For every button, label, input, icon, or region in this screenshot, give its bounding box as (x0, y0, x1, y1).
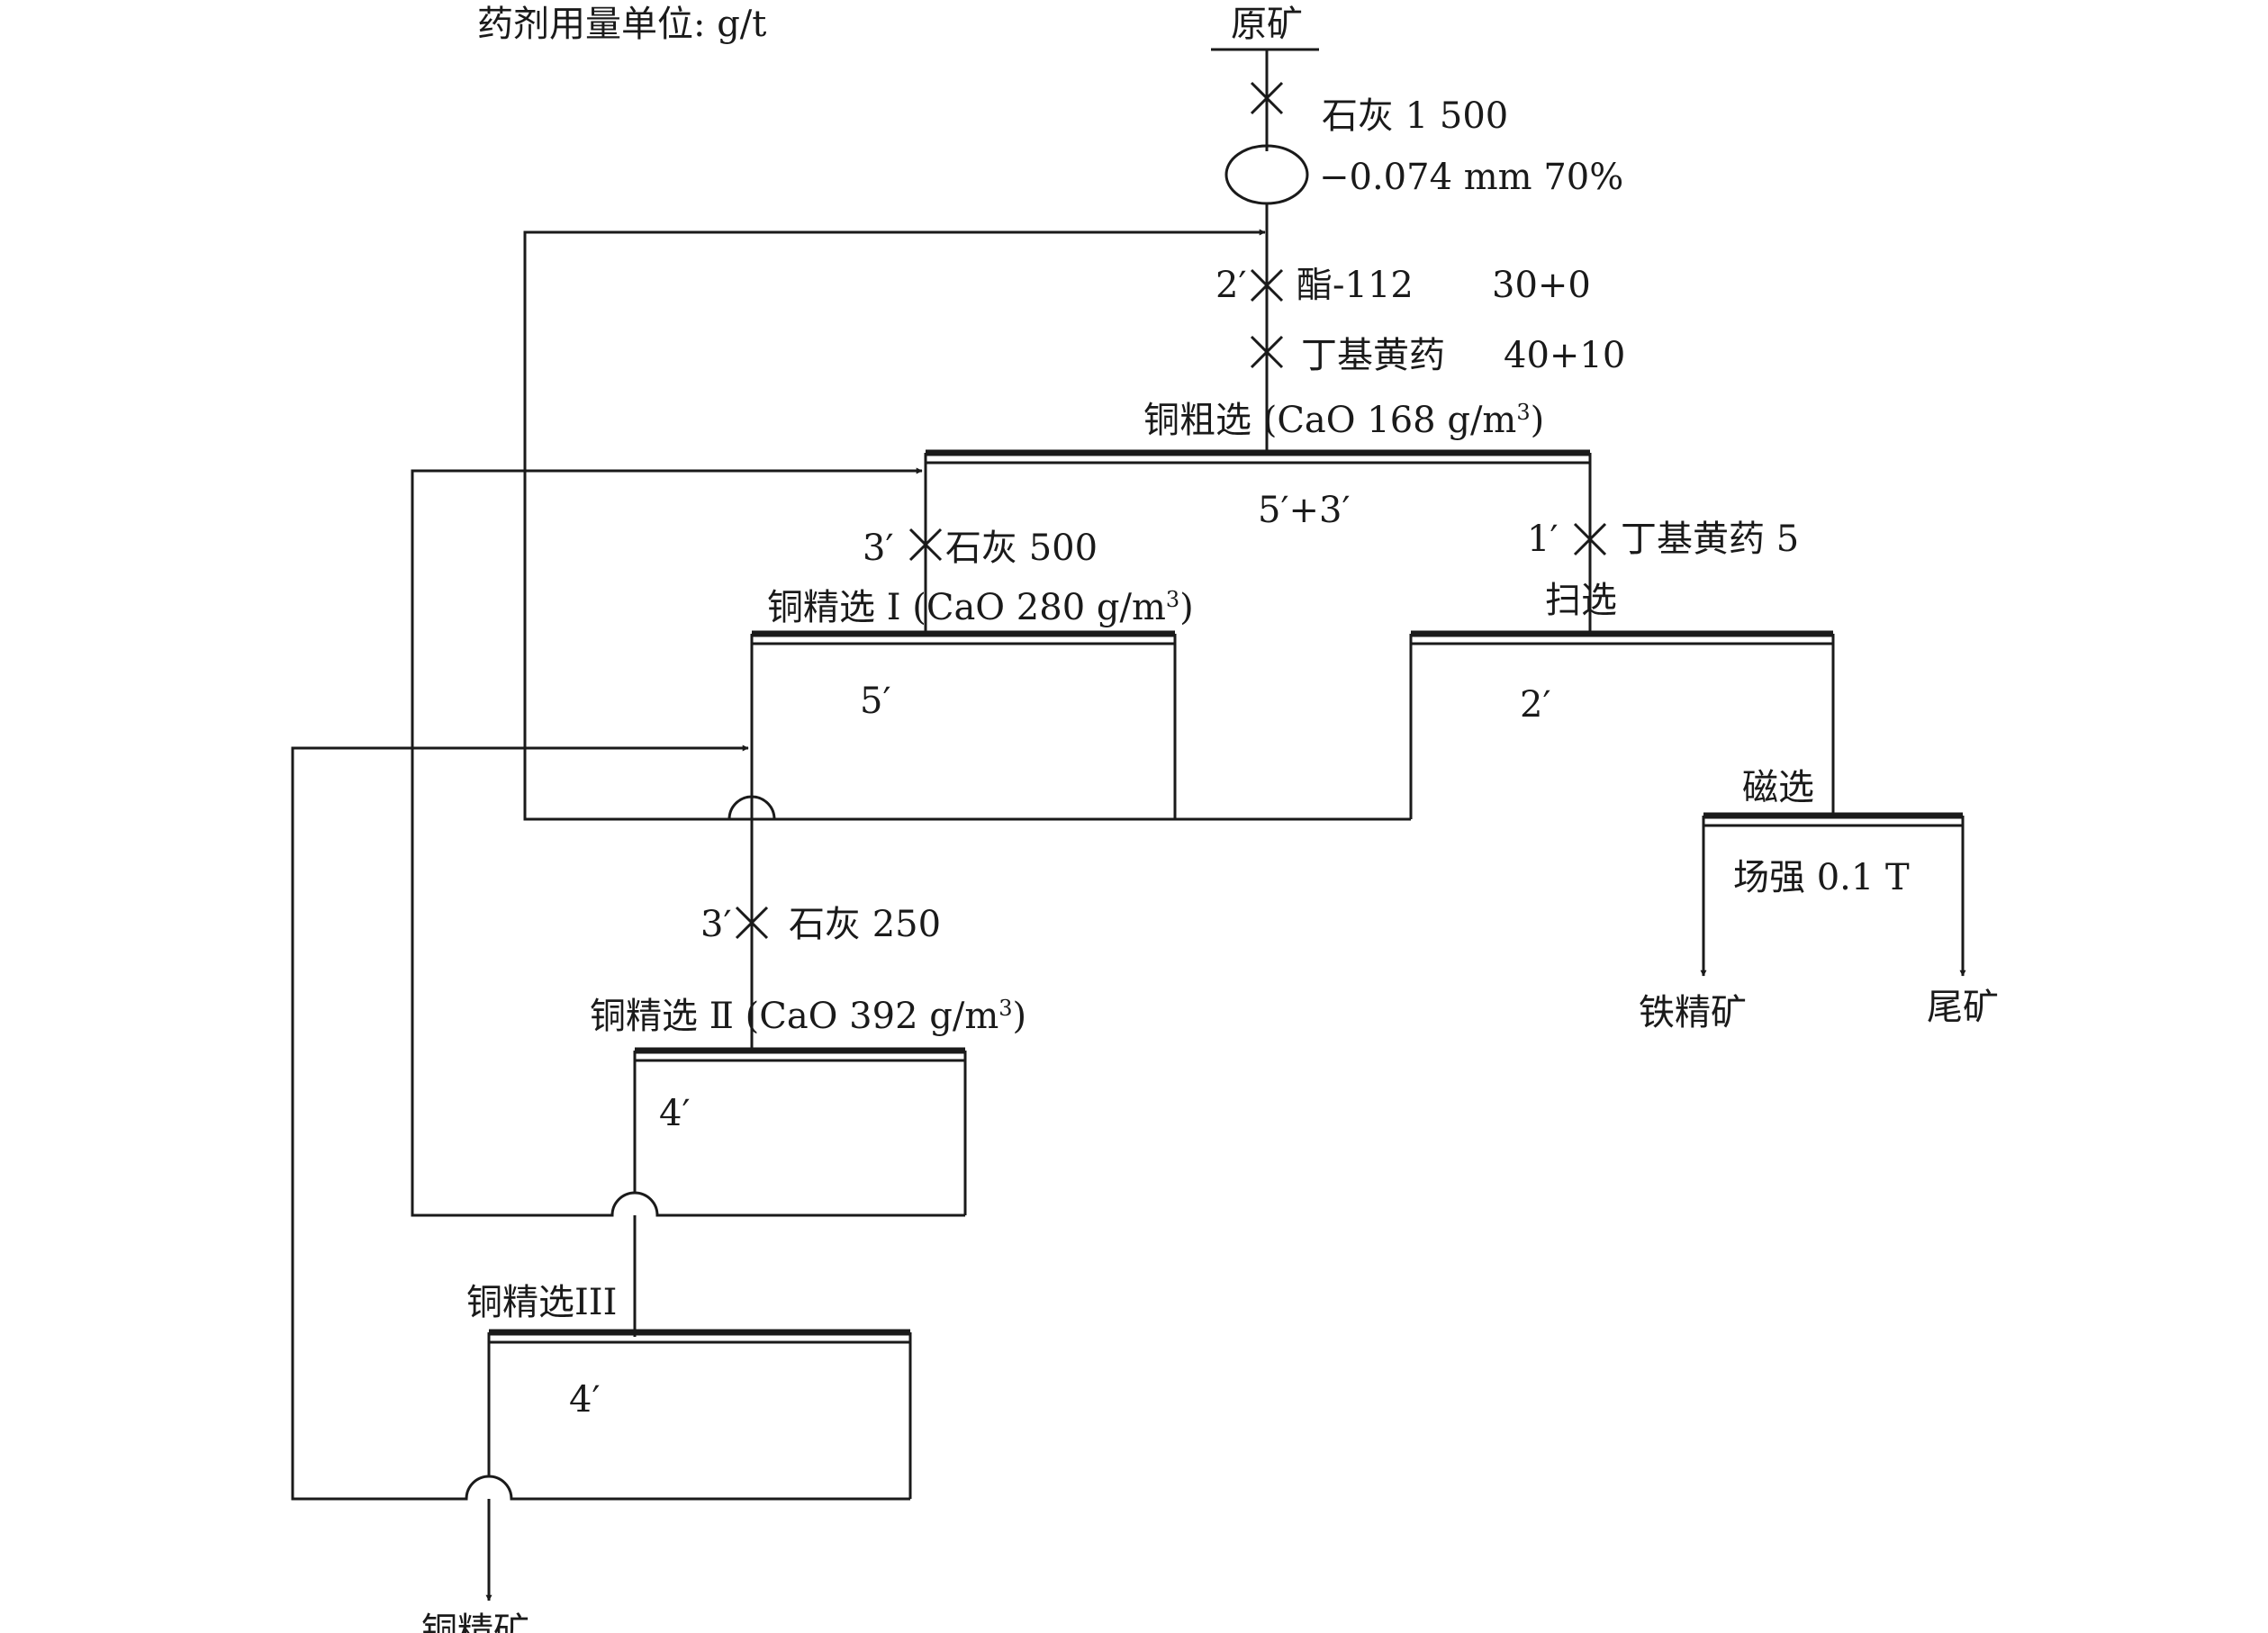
unit-note: 药剂用量单位: g/t (477, 4, 766, 45)
cleaner1-reagent-time: 3′ (863, 528, 894, 569)
feed-reagent: 石灰 1 500 (1322, 95, 1508, 137)
cleaner2-reagent-time: 3′ (700, 904, 732, 945)
copper-concentrate-label: 铜精矿 (421, 1610, 529, 1633)
cleaner2-time: 4′ (659, 1093, 691, 1134)
rougher-time: 5′+3′ (1258, 490, 1351, 531)
grinding-mill-icon (1224, 144, 1309, 205)
scavenger-time: 2′ (1520, 684, 1551, 726)
rougher-reagent-2-dose: 40+10 (1504, 335, 1625, 376)
reagent-add-icon (735, 906, 769, 940)
scavenger-label: 扫选 (1545, 580, 1617, 621)
reagent-add-icon (1250, 335, 1284, 369)
cleaner3-bottom-line (293, 1475, 910, 1501)
rougher-time-1: 2′ (1215, 265, 1247, 306)
reagent-add-icon (908, 528, 943, 562)
cleaner1-reagent: 石灰 500 (945, 528, 1098, 569)
cleaner1-time: 5′ (860, 681, 891, 722)
rougher-reagent-2-name: 丁基黄药 (1301, 335, 1445, 376)
reagent-add-icon (1573, 522, 1607, 556)
cleaner2-label: 铜精选 Ⅱ (CaO 392 g/m3) (590, 996, 1026, 1037)
cleaner2-reagent: 石灰 250 (789, 904, 941, 945)
grind-size: −0.074 mm 70% (1319, 157, 1623, 198)
reagent-add-icon (1250, 81, 1284, 115)
magnetic-field: 场强 0.1 T (1733, 857, 1910, 898)
cleaner1-label: 铜精选 Ⅰ (CaO 280 g/m3) (767, 587, 1194, 628)
cleaner1-tailings-return (523, 229, 1266, 821)
iron-concentrate-label: 铁精矿 (1639, 992, 1747, 1033)
rougher-label: 铜粗选 (CaO 168 g/m3) (1143, 400, 1544, 441)
cleaner2-bottom-line (412, 1191, 965, 1217)
cleaner3-time: 4′ (569, 1379, 601, 1421)
magnetic-label: 磁选 (1742, 767, 1814, 808)
rougher-reagent-1-dose: 30+0 (1492, 265, 1591, 306)
cleaner3-label: 铜精选III (466, 1282, 617, 1323)
rougher-reagent-1-name: 酯-112 (1297, 265, 1414, 306)
scavenger-reagent: 丁基黄药 5 (1621, 519, 1799, 560)
feed-label: 原矿 (1231, 4, 1303, 45)
reagent-add-icon (1250, 268, 1284, 302)
scavenger-reagent-time: 1′ (1527, 519, 1559, 560)
final-tailings-label: 尾矿 (1927, 987, 1999, 1028)
